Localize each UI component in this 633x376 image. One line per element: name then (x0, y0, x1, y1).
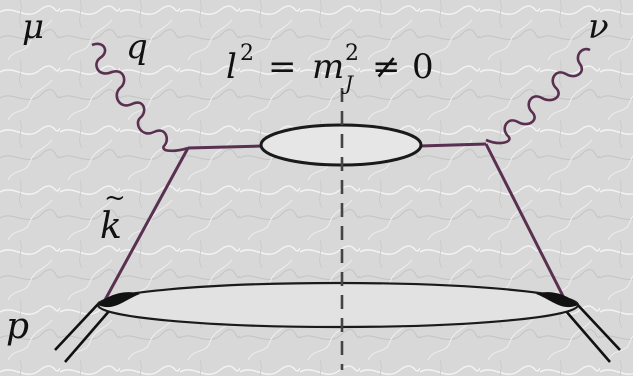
photon-line-q (91, 42, 189, 153)
label-k-tilde-accent: ~ (104, 183, 126, 213)
label-mu: μ (22, 7, 44, 47)
label-k-tilde: k (100, 206, 122, 247)
label-q: q (126, 27, 148, 67)
bottom-blob (96, 281, 580, 329)
eq-m: m (312, 47, 344, 87)
eq-equals: = (268, 47, 297, 87)
proton-line-left-b (64, 309, 111, 363)
bottom-blob-left-tip (98, 292, 140, 308)
eq-zero: 0 (412, 47, 434, 87)
bottom-blob-right-tip (536, 292, 578, 308)
eq-l-sup: 2 (240, 41, 254, 66)
top-line-right (419, 142, 487, 148)
eq-m-sub: J (341, 71, 354, 95)
label-nu: ν (588, 7, 609, 47)
eq-neq: ≠ (372, 47, 401, 87)
cut-condition-equation: l 2 = m 2 J ≠ 0 (226, 41, 434, 95)
proton-line-right-a (574, 301, 621, 351)
quark-line-right (484, 143, 567, 301)
label-p: p (6, 306, 29, 347)
eq-m-sup: 2 (345, 41, 359, 66)
proton-line-right-b (564, 309, 611, 363)
eq-l: l (226, 47, 237, 87)
quark-line-left (103, 147, 190, 301)
proton-line-left-a (54, 301, 101, 351)
photon-line-nu (485, 47, 591, 145)
top-line-left (187, 144, 263, 150)
